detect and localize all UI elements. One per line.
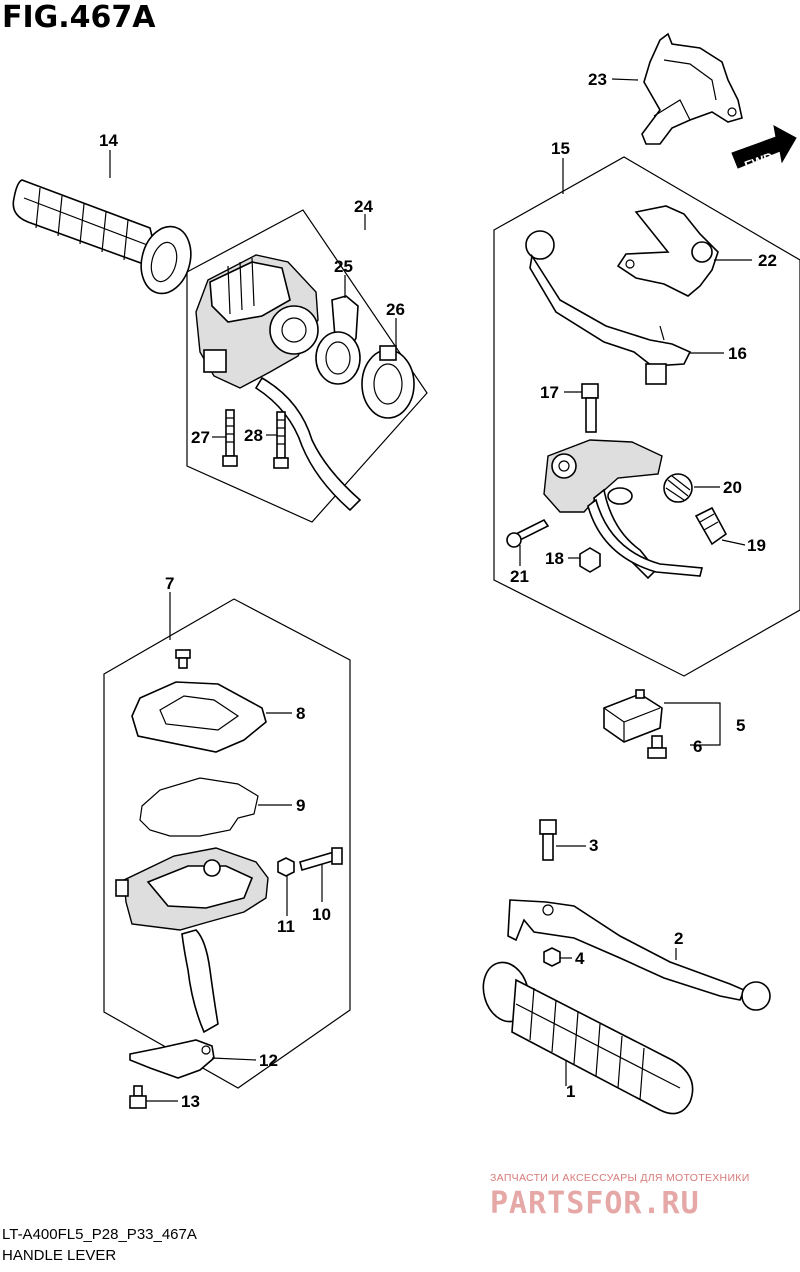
part-23-lever-guard	[641, 32, 743, 145]
callout-28: 28	[244, 426, 263, 445]
part-13-screw	[129, 1085, 147, 1109]
callout-24: 24	[354, 197, 373, 216]
part-20-adjuster-nut	[663, 473, 693, 503]
part-26-collar	[361, 345, 415, 419]
part-6-screw	[647, 735, 667, 759]
callout-20: 20	[723, 478, 742, 497]
part-2-brake-lever	[507, 899, 771, 1011]
part-8-cover	[131, 681, 267, 753]
callout-15: 15	[551, 139, 570, 158]
callout-25: 25	[334, 257, 353, 276]
callout-8: 8	[296, 704, 305, 723]
part-3-bolt	[539, 819, 557, 861]
callout-17: 17	[540, 383, 559, 402]
part-15-lever-holder	[543, 439, 704, 580]
callout-27: 27	[191, 428, 210, 447]
box-15-outline	[493, 156, 800, 677]
part-25-collar	[315, 295, 361, 385]
figure-title: FIG.467A	[2, 0, 156, 35]
part-17-bolt	[581, 383, 599, 433]
section-name: HANDLE LEVER	[2, 1247, 117, 1264]
part-24-switch-assembly	[195, 254, 362, 512]
watermark-logo: PARTSFOR.RU	[490, 1186, 700, 1221]
part-10-bolt	[299, 847, 343, 872]
callout-2: 2	[674, 929, 683, 948]
part-19-adjuster	[694, 506, 728, 546]
part-12-plate	[129, 1039, 215, 1079]
callout-13: 13	[181, 1092, 200, 1111]
fwd-direction-arrow: FWD	[731, 125, 797, 173]
box-24-outline	[186, 209, 428, 523]
part-18-nut	[579, 547, 601, 573]
part-16-clutch-lever	[525, 230, 692, 385]
part-4-nut	[543, 947, 561, 967]
part-9-gasket	[139, 777, 259, 837]
callout-6: 6	[693, 737, 702, 756]
callout-14: 14	[99, 131, 118, 150]
callout-26: 26	[386, 300, 405, 319]
callout-16: 16	[728, 344, 747, 363]
leader-lines	[109, 78, 752, 1102]
part-14-grip-left	[12, 179, 192, 295]
callout-labels: 1 2 3 4 5 6 7 8 9 10 11 12 13 14 15 16 1…	[99, 70, 777, 1111]
model-code: LT-A400FL5_P28_P33_467A	[2, 1226, 197, 1243]
callout-19: 19	[747, 536, 766, 555]
part-7-throttle-housing	[115, 847, 269, 1034]
box-7-outline	[103, 598, 351, 1089]
callout-4: 4	[575, 949, 585, 968]
part-5-switch	[603, 689, 663, 743]
part-11-nut	[277, 857, 295, 877]
callout-10: 10	[312, 905, 331, 924]
part-22-bracket	[616, 205, 719, 297]
callout-22: 22	[758, 251, 777, 270]
part-28-screw	[273, 411, 289, 469]
callout-1: 1	[566, 1082, 575, 1101]
callout-18: 18	[545, 549, 564, 568]
callout-23: 23	[588, 70, 607, 89]
callout-3: 3	[589, 836, 598, 855]
part-7-screw-top	[175, 649, 191, 669]
part-21-screw	[506, 518, 550, 548]
callout-7: 7	[165, 574, 174, 593]
part-27-screw	[222, 409, 238, 467]
callout-21: 21	[510, 567, 529, 586]
callout-11: 11	[277, 917, 295, 936]
watermark-tagline: ЗАПЧАСТИ И АКСЕССУАРЫ ДЛЯ МОТОТЕХНИКИ	[490, 1172, 750, 1184]
callout-9: 9	[296, 796, 305, 815]
callout-5: 5	[736, 716, 745, 735]
callout-12: 12	[259, 1051, 278, 1070]
part-1-grip-right	[482, 961, 694, 1115]
